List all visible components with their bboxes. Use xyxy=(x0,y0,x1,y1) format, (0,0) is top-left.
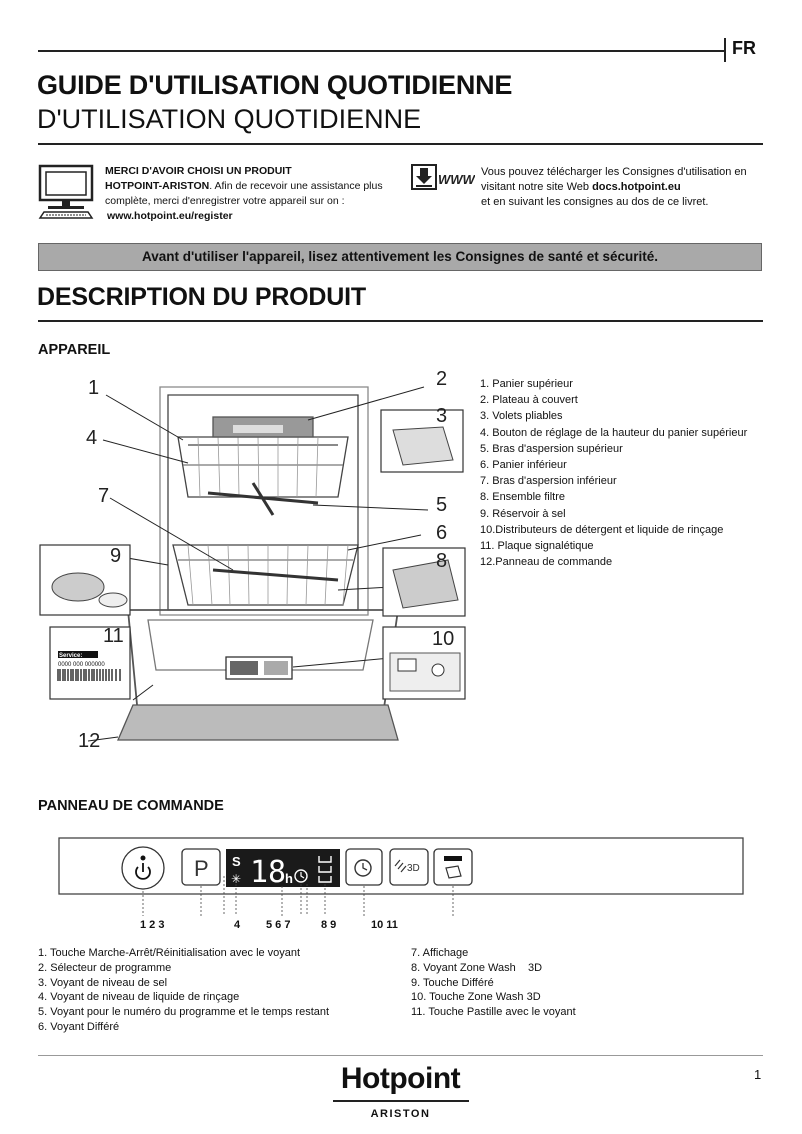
delay-indicator-icon xyxy=(294,869,308,883)
dishwasher-diagram: Service: 0000 000 000000 1 2 3 4 5 6 7 8… xyxy=(38,365,468,760)
legend-item: 8. Voyant Zone Wash 3D xyxy=(411,961,543,974)
parts-item: 8. Ensemble filtre xyxy=(480,491,565,504)
program-button[interactable]: P xyxy=(181,848,221,886)
appareil-title: APPAREIL xyxy=(38,342,111,358)
brand-sub: ARISTON xyxy=(370,1108,431,1120)
callout-2: 2 xyxy=(436,368,448,390)
display: S ✳ 18 h xyxy=(226,849,340,890)
parts-item: 11. Plaque signalétique xyxy=(480,540,594,553)
computer-icon xyxy=(38,164,94,219)
parts-item: 5. Bras d'aspersion supérieur xyxy=(480,442,623,455)
control-panel: P S ✳ 18 h 3D 1 2 3 xyxy=(58,837,744,931)
dishwasher-illustration: Service: 0000 000 000000 xyxy=(39,386,466,742)
parts-item: 6. Panier inférieur xyxy=(480,459,567,472)
program-label: P xyxy=(194,856,209,881)
callout-1: 1 xyxy=(88,377,100,399)
tablet-button[interactable] xyxy=(433,848,473,886)
power-button[interactable] xyxy=(121,846,165,890)
callout-11: 11 xyxy=(103,625,124,647)
panel-legend-left: 1. Touche Marche-Arrêt/Réinitialisation … xyxy=(38,946,329,1035)
display-hours: h xyxy=(285,871,293,886)
panel-title: PANNEAU DE COMMANDE xyxy=(38,798,224,814)
callout-9: 9 xyxy=(110,545,122,567)
parts-item: 4. Bouton de réglage de la hauteur du pa… xyxy=(480,426,748,439)
register-info: MERCI D'AVOIR CHOISI UN PRODUIT HOTPOINT… xyxy=(105,164,405,224)
legend-item: 7. Affichage xyxy=(411,947,469,959)
download-link[interactable]: docs.hotpoint.eu xyxy=(592,181,681,193)
clock-icon xyxy=(354,859,372,877)
panel-legend-right: 7. Affichage 8. Voyant Zone Wash 3D 9. T… xyxy=(411,946,576,1020)
parts-item: 3. Volets pliables xyxy=(480,410,563,423)
panel-numbers-1-3: 1 2 3 xyxy=(140,919,164,931)
panel-number-4: 4 xyxy=(234,919,241,931)
callout-5: 5 xyxy=(436,494,448,516)
parts-item: 10.Distributeurs de détergent et liquide… xyxy=(480,523,724,536)
delay-button[interactable] xyxy=(345,848,383,886)
power-icon xyxy=(135,866,151,880)
callout-12: 12 xyxy=(78,730,101,752)
rinse-indicator-icon: ✳ xyxy=(231,872,241,886)
zone-wash-button[interactable]: 3D xyxy=(389,848,429,886)
tablet-icon xyxy=(445,865,462,879)
top-rule-divider xyxy=(724,38,726,62)
language-code: FR xyxy=(732,38,756,58)
legend-item: 2. Sélecteur de programme xyxy=(38,961,172,974)
legend-item: 5. Voyant pour le numéro du programme et… xyxy=(38,1006,330,1019)
parts-item: 1. Panier supérieur xyxy=(480,378,573,390)
panel-numbers-10-11: 10 11 xyxy=(371,919,398,931)
legend-item: 4. Voyant de niveau de liquide de rinçag… xyxy=(38,991,240,1004)
legend-item: 11. Touche Pastille avec le voyant xyxy=(411,1006,576,1019)
register-brand: HOTPOINT-ARISTON xyxy=(105,180,210,192)
legend-item: 6. Voyant Différé xyxy=(38,1020,120,1033)
register-heading: MERCI D'AVOIR CHOISI UN PRODUIT xyxy=(105,165,292,177)
service-label: Service: xyxy=(59,653,82,659)
parts-list: 1. Panier supérieur 2. Plateau à couvert… xyxy=(480,376,747,570)
brand-logo: Hotpoint xyxy=(340,1062,461,1095)
callout-6: 6 xyxy=(436,522,448,544)
salt-indicator: S xyxy=(232,854,241,869)
title-rule xyxy=(38,143,763,145)
top-rule xyxy=(38,50,724,52)
section-rule xyxy=(38,320,763,322)
section-title: DESCRIPTION DU PRODUIT xyxy=(37,283,366,311)
legend-item: 10. Touche Zone Wash 3D xyxy=(411,991,541,1004)
footer-rule xyxy=(38,1055,763,1056)
brand-underline xyxy=(333,1100,469,1102)
service-number: 0000 000 000000 xyxy=(58,662,105,668)
parts-item: 7. Bras d'aspersion inférieur xyxy=(480,475,617,488)
callout-7: 7 xyxy=(98,485,110,507)
legend-item: 3. Voyant de niveau de sel xyxy=(38,976,168,989)
barcode xyxy=(57,669,121,681)
download-icon: WWW xyxy=(411,164,475,190)
panel-numbers-8-9: 8 9 xyxy=(321,919,336,931)
download-text-1: Vous pouvez télécharger les Consignes d'… xyxy=(481,166,747,193)
zone-indicator-icon xyxy=(318,856,332,883)
callout-4: 4 xyxy=(86,427,98,449)
register-text: . Afin de recevoir une assistance plus c… xyxy=(105,180,383,207)
parts-item: 9. Réservoir à sel xyxy=(480,507,566,520)
www-label: WWW xyxy=(438,172,475,187)
display-digits: 18 xyxy=(250,855,286,890)
page-number: 1 xyxy=(754,1067,762,1082)
spray-icon xyxy=(394,859,407,873)
page-subtitle: D'UTILISATION QUOTIDIENNE xyxy=(37,104,422,134)
safety-banner: Avant d'utiliser l'appareil, lisez atten… xyxy=(38,243,762,271)
panel-numbers-5-7: 5 6 7 xyxy=(266,919,290,931)
parts-item: 12.Panneau de commande xyxy=(480,556,613,569)
legend-item: 9. Touche Différé xyxy=(411,976,494,989)
download-text-2: et en suivant les consignes au dos de ce… xyxy=(481,196,709,208)
zone-wash-label: 3D xyxy=(407,863,420,874)
callout-8: 8 xyxy=(436,550,448,572)
register-link[interactable]: www.hotpoint.eu/register xyxy=(107,210,233,222)
callout-10: 10 xyxy=(432,628,455,650)
page-title: GUIDE D'UTILISATION QUOTIDIENNE xyxy=(37,70,513,100)
download-info: Vous pouvez télécharger les Consignes d'… xyxy=(481,165,771,210)
legend-item: 1. Touche Marche-Arrêt/Réinitialisation … xyxy=(38,947,301,959)
parts-item: 2. Plateau à couvert xyxy=(480,394,578,407)
callout-3: 3 xyxy=(436,405,448,427)
